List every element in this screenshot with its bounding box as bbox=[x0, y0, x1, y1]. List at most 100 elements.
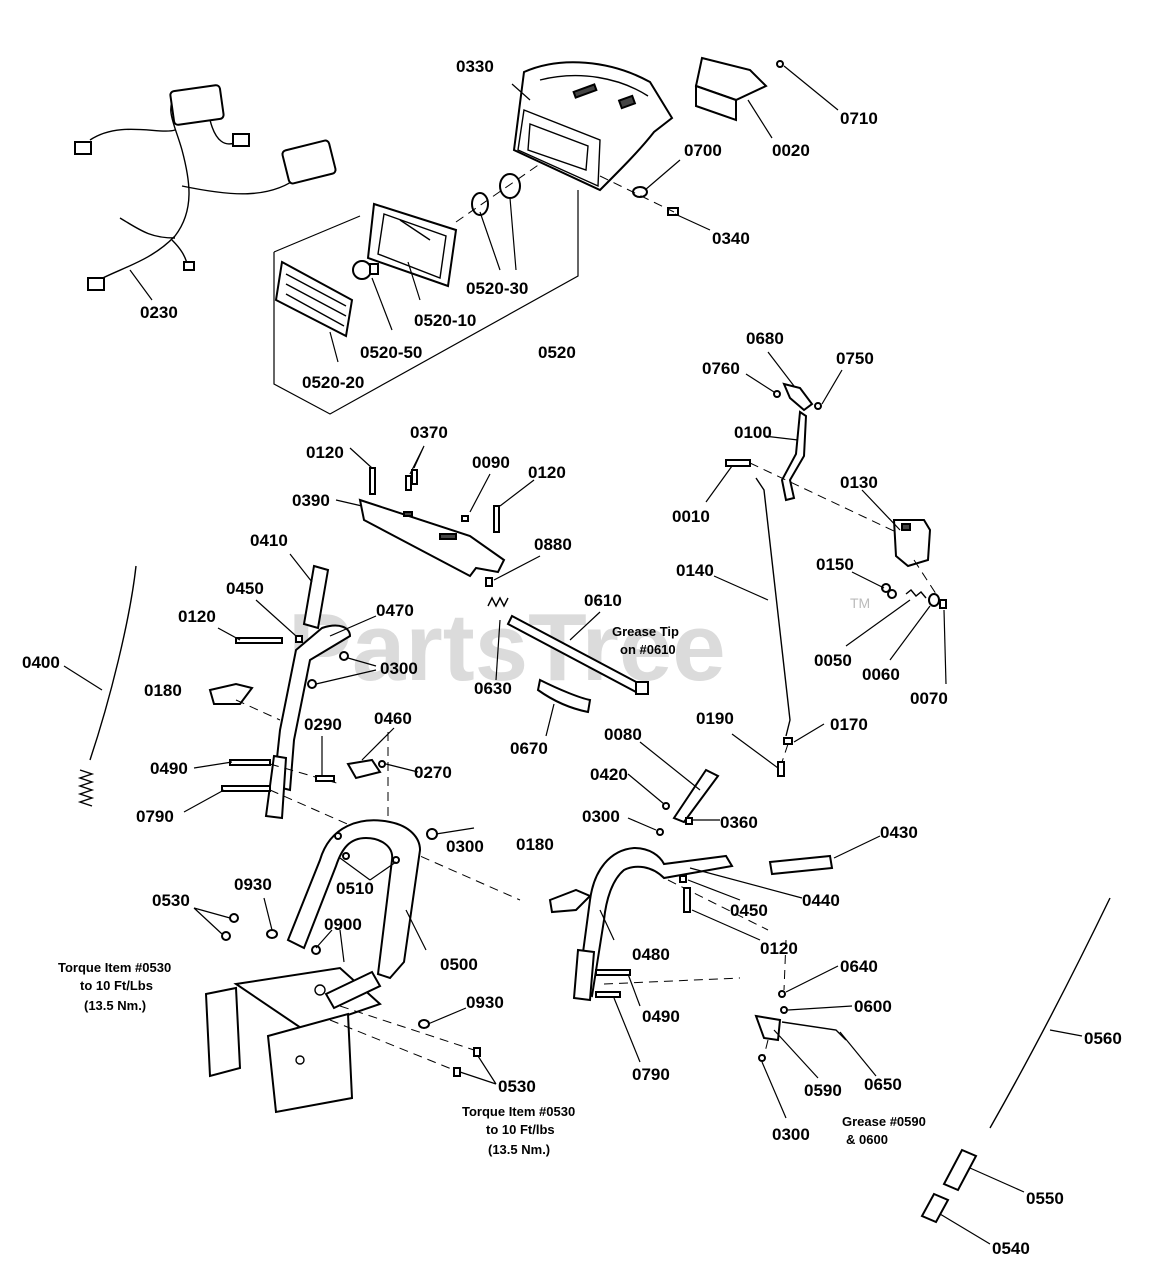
label-0360: 0360 bbox=[720, 813, 758, 832]
label-0550: 0550 bbox=[1026, 1189, 1064, 1208]
nut-0270 bbox=[378, 760, 386, 768]
screw-0370-a bbox=[405, 475, 412, 491]
bolt-0120-c bbox=[235, 637, 283, 644]
label-0760: 0760 bbox=[702, 359, 740, 378]
label-0520-30: 0520-30 bbox=[466, 279, 528, 298]
nut-0150-b bbox=[887, 589, 897, 599]
washer-0930-a bbox=[266, 929, 278, 939]
label-0190: 0190 bbox=[696, 709, 734, 728]
bolt-0510-a bbox=[334, 832, 342, 840]
bracket-0460 bbox=[346, 758, 382, 780]
label-0610: 0610 bbox=[584, 591, 622, 610]
washer-0930-b bbox=[418, 1019, 430, 1029]
spring-0630 bbox=[487, 596, 509, 608]
label-0600: 0600 bbox=[854, 997, 892, 1016]
bolt-0490-a bbox=[229, 759, 271, 766]
label-0090: 0090 bbox=[472, 453, 510, 472]
handle-frame-0500 bbox=[286, 819, 422, 980]
headlight-lens-0520-20 bbox=[274, 260, 354, 338]
label-0560: 0560 bbox=[1084, 1029, 1122, 1048]
note-torque-left-line1: Torque Item #0530 bbox=[58, 960, 171, 975]
label-0490-b: 0490 bbox=[642, 1007, 680, 1026]
label-0400: 0400 bbox=[22, 653, 60, 672]
label-0480: 0480 bbox=[632, 945, 670, 964]
pin-0760 bbox=[773, 390, 781, 398]
washer-0600 bbox=[780, 1006, 788, 1014]
nut-0420 bbox=[662, 802, 670, 810]
clip-0540 bbox=[920, 1192, 950, 1224]
label-0590: 0590 bbox=[804, 1081, 842, 1100]
bracket-0130 bbox=[892, 519, 932, 568]
label-0520-50: 0520-50 bbox=[360, 343, 422, 362]
label-0270: 0270 bbox=[414, 763, 452, 782]
pin-0170 bbox=[783, 737, 793, 745]
handle-0480 bbox=[572, 846, 734, 1002]
bolt-0490-b bbox=[595, 969, 631, 976]
label-0080: 0080 bbox=[604, 725, 642, 744]
cable-0400 bbox=[77, 565, 137, 807]
washer-0060 bbox=[928, 593, 940, 607]
note-grease-bottom-line1: Grease #0590 bbox=[842, 1114, 926, 1129]
label-0520-20: 0520-20 bbox=[302, 373, 364, 392]
label-0650: 0650 bbox=[864, 1075, 902, 1094]
lever-0080 bbox=[672, 768, 720, 824]
label-0930-a: 0930 bbox=[234, 875, 272, 894]
bracket-0180-b bbox=[548, 888, 592, 914]
screw-0370-b bbox=[411, 469, 418, 485]
nut-0070 bbox=[939, 599, 947, 609]
screw-0710 bbox=[776, 60, 784, 68]
shift-rod-0100 bbox=[780, 410, 808, 502]
washer-0640 bbox=[778, 990, 786, 998]
label-0340: 0340 bbox=[712, 229, 750, 248]
label-0290: 0290 bbox=[304, 715, 342, 734]
label-0020: 0020 bbox=[772, 141, 810, 160]
label-0470: 0470 bbox=[376, 601, 414, 620]
label-0070: 0070 bbox=[910, 689, 948, 708]
rod-0610 bbox=[506, 614, 649, 695]
watermark: PartsTree bbox=[288, 594, 726, 701]
pin-0880 bbox=[485, 577, 493, 587]
wiring-harness-0230 bbox=[74, 84, 337, 291]
bolt-0790-b bbox=[595, 991, 621, 998]
label-0300-c: 0300 bbox=[446, 837, 484, 856]
label-0880: 0880 bbox=[534, 535, 572, 554]
shift-rod-0140 bbox=[755, 477, 791, 737]
screw-0530-a bbox=[229, 913, 239, 923]
washer-0700 bbox=[632, 186, 648, 198]
sleeve-0550 bbox=[942, 1148, 978, 1192]
screw-0530-c bbox=[473, 1047, 481, 1057]
label-0750: 0750 bbox=[836, 349, 874, 368]
grip-0430 bbox=[768, 854, 834, 876]
note-grease-tip-line1: Grease Tip bbox=[612, 624, 679, 639]
label-0330: 0330 bbox=[456, 57, 494, 76]
label-0180-a: 0180 bbox=[144, 681, 182, 700]
bolt-0510-c bbox=[392, 856, 400, 864]
note-torque-bottom-line3: (13.5 Nm.) bbox=[488, 1142, 550, 1157]
label-0170: 0170 bbox=[830, 715, 868, 734]
label-0450-a: 0450 bbox=[226, 579, 264, 598]
screw-0290 bbox=[315, 775, 335, 782]
shift-lever-0680 bbox=[782, 382, 814, 412]
note-torque-left-line3: (13.5 Nm.) bbox=[84, 998, 146, 1013]
note-torque-left-line2: to 10 Ft/Lbs bbox=[80, 978, 153, 993]
control-plate-0390 bbox=[358, 498, 506, 578]
bolt-0010 bbox=[725, 459, 751, 467]
nut-0300-e bbox=[656, 828, 664, 836]
dash-panel-0330 bbox=[512, 61, 674, 192]
label-0300-b: 0300 bbox=[582, 807, 620, 826]
label-0930-b: 0930 bbox=[466, 993, 504, 1012]
frame-plate-right bbox=[324, 970, 382, 1010]
bracket-0180-a bbox=[208, 682, 254, 705]
label-0450-b: 0450 bbox=[730, 901, 768, 920]
label-0680: 0680 bbox=[746, 329, 784, 348]
label-0640: 0640 bbox=[840, 957, 878, 976]
label-0510: 0510 bbox=[336, 879, 374, 898]
label-0140: 0140 bbox=[676, 561, 714, 580]
bolt-0120-d bbox=[683, 887, 691, 913]
screw-0120-a bbox=[369, 467, 376, 495]
plate-0020 bbox=[694, 56, 768, 122]
note-torque-bottom-line2: to 10 Ft/lbs bbox=[486, 1122, 555, 1137]
label-0180-b: 0180 bbox=[516, 835, 554, 854]
label-0120-b: 0120 bbox=[528, 463, 566, 482]
label-0050: 0050 bbox=[814, 651, 852, 670]
